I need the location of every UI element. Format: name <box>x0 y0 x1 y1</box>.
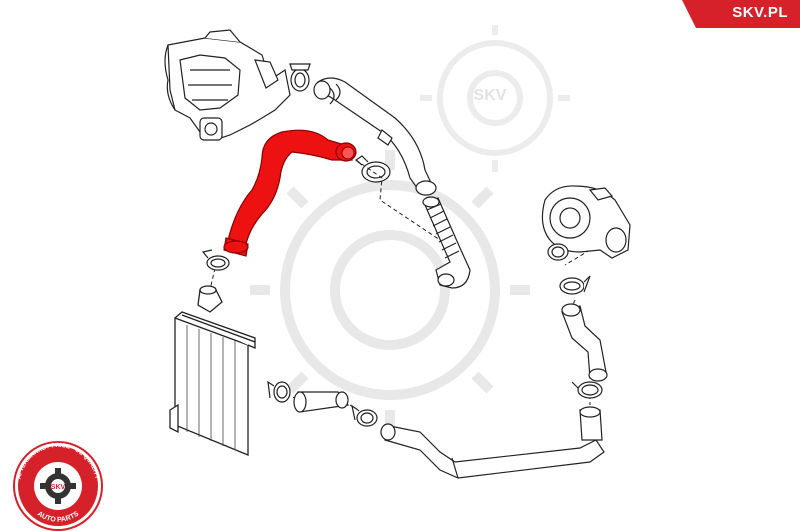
hose-clamp <box>201 249 230 271</box>
site-brand-tag[interactable]: SKV.PL <box>682 0 800 28</box>
watermark-text: SKV <box>474 87 507 104</box>
intake-pipe <box>313 77 437 196</box>
engine-block <box>164 29 291 141</box>
highlighted-charge-air-hose[interactable] <box>223 129 357 257</box>
pipe-end-fitting <box>579 406 603 441</box>
hose-clamp <box>289 63 311 92</box>
turbo-outlet-hose <box>561 303 608 382</box>
hose-clamp <box>547 243 569 261</box>
lower-return-pipe <box>380 423 605 479</box>
hose-clamp <box>351 404 378 427</box>
site-label: SKV.PL <box>732 4 788 21</box>
intercooler <box>169 285 256 456</box>
short-connector-hose <box>293 391 350 413</box>
hose-clamp <box>559 275 591 295</box>
hose-clamp <box>354 155 391 183</box>
turbocharger-housing <box>541 185 631 259</box>
hose-clamp <box>267 380 291 403</box>
watermark-gear-large <box>250 150 530 430</box>
hose-clamp <box>571 381 603 399</box>
logo-inner-text: SKV <box>51 484 66 491</box>
watermark-gear-small <box>420 25 570 172</box>
brand-tag-shape <box>682 0 800 28</box>
brand-logo-badge: SKV AFTERMARKET PRICE · OE QUALITY AUTO … <box>13 441 103 531</box>
corrugated-hose <box>422 196 471 289</box>
